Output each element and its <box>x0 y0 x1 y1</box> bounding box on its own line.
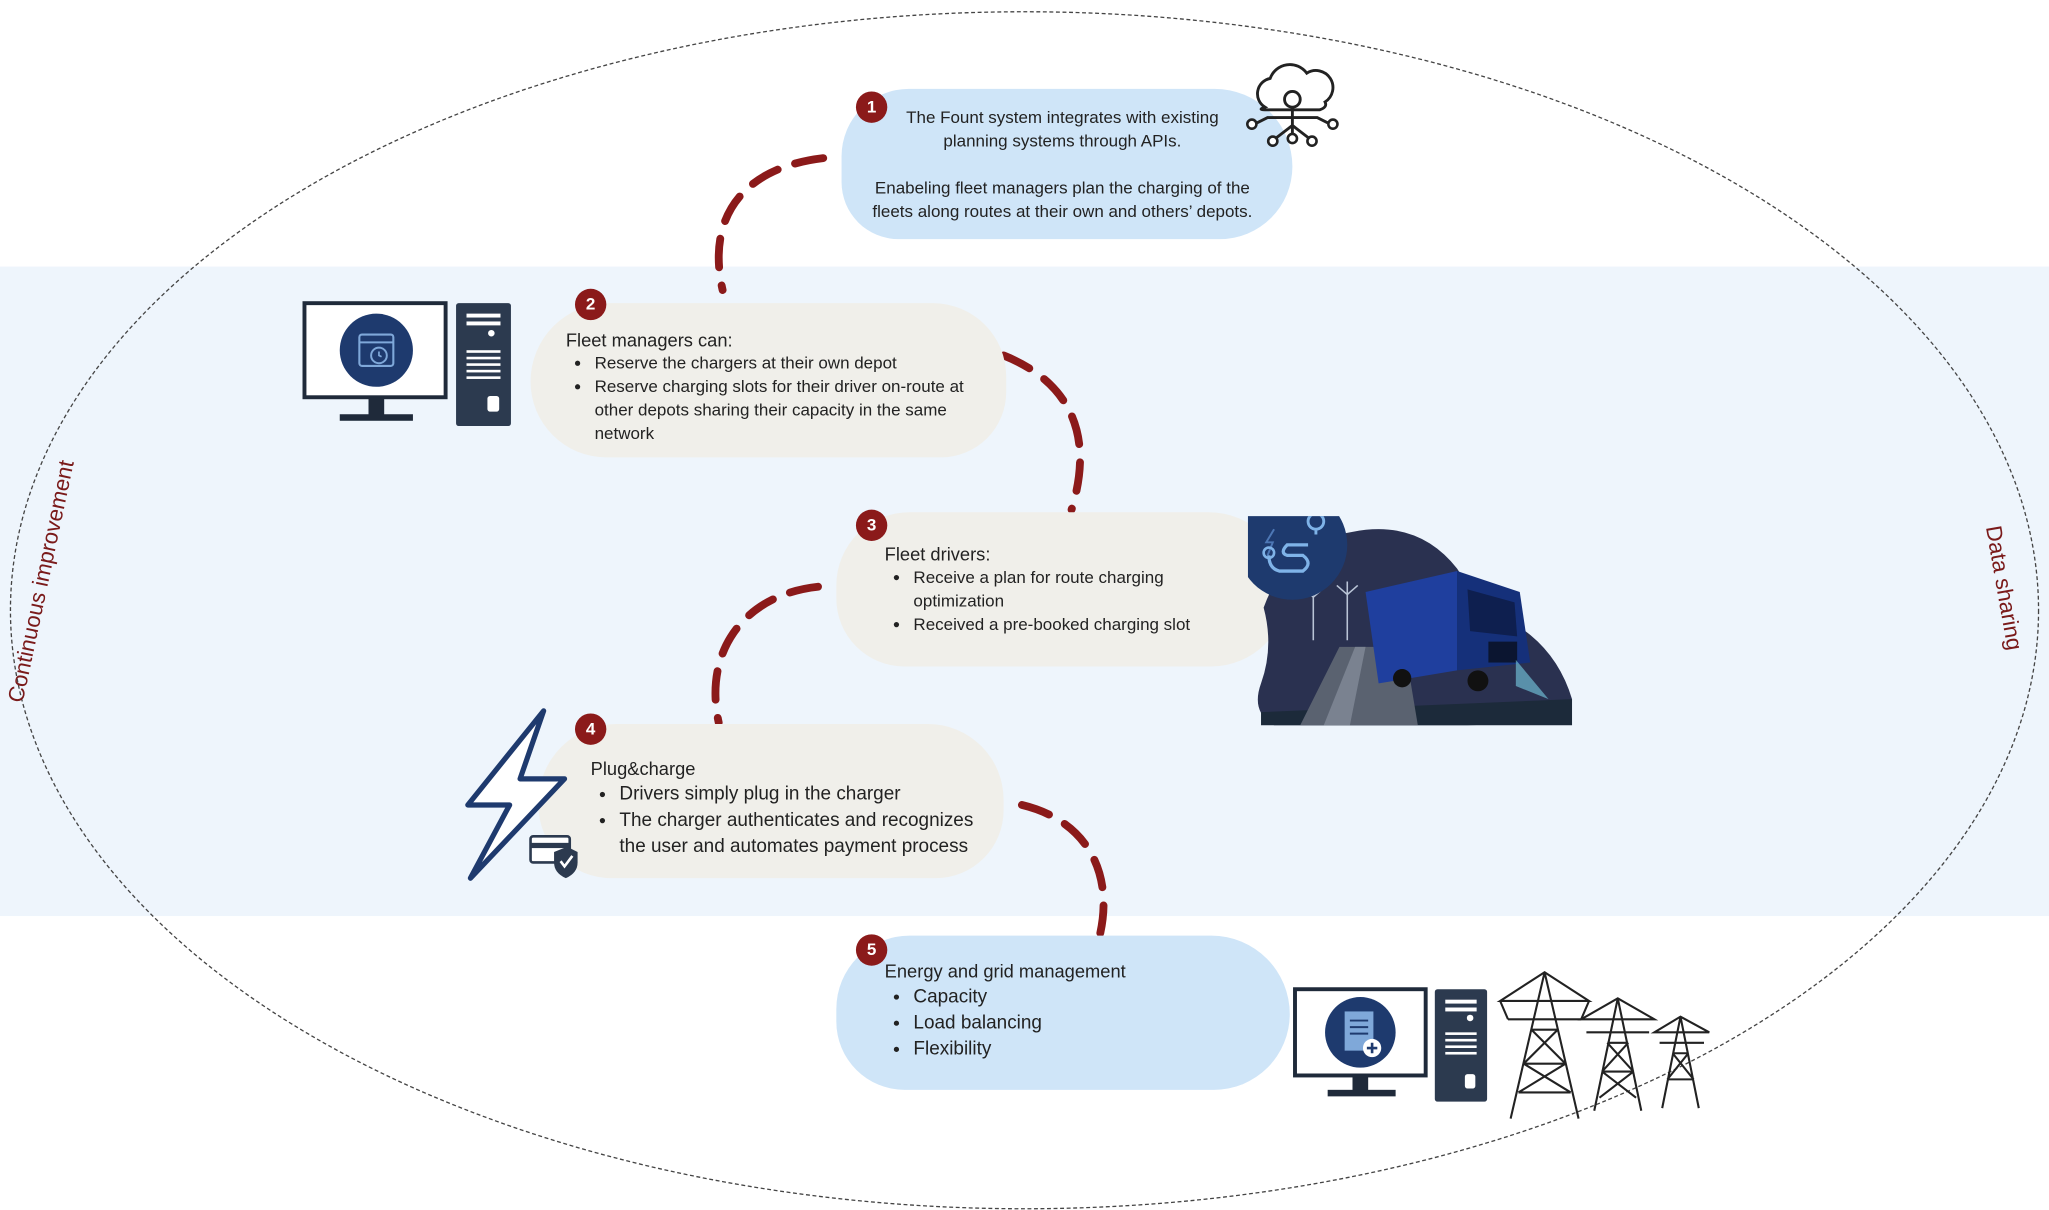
step-4-title: Plug&charge <box>590 757 696 779</box>
step-4-text: Plug&charge Drivers simply plug in the c… <box>591 755 983 860</box>
connector-4-5 <box>1017 801 1108 937</box>
lightning-icon <box>465 708 578 881</box>
step-5-badge: 5 <box>855 934 888 966</box>
computer-document-icon <box>1293 987 1488 1102</box>
connector-2-3 <box>999 351 1084 514</box>
step-2-title: Fleet managers can: <box>565 329 733 351</box>
step-4-item: Drivers simply plug in the charger <box>619 781 982 807</box>
cloud-network-icon <box>1245 63 1339 148</box>
step-3-badge: 3 <box>855 509 888 541</box>
step-5-bubble <box>836 935 1290 1090</box>
power-pylons-icon <box>1496 970 1710 1119</box>
step-1-text: The Fount system integrates with existin… <box>856 106 1269 224</box>
step-3-text: Fleet drivers: Receive a plan for route … <box>885 542 1225 636</box>
step-1-line-4: fleets along routes at their own and oth… <box>872 201 1253 221</box>
step-5-title: Energy and grid management <box>884 960 1126 982</box>
step-3-title: Fleet drivers: <box>884 543 991 565</box>
step-2-badge: 2 <box>574 288 607 321</box>
connector-3-4 <box>711 582 822 727</box>
step-5-item: Load balancing <box>913 1010 1224 1036</box>
step-2-text: Fleet managers can: Reserve the chargers… <box>566 328 984 446</box>
step-4-badge: 4 <box>574 713 607 745</box>
step-2-list: Reserve the chargers at their own depot … <box>566 352 984 446</box>
step-4-item: The charger authenticates and recognizes… <box>619 808 982 860</box>
step-3-item: Received a pre-booked charging slot <box>913 613 1224 637</box>
step-5-text: Energy and grid management Capacity Load… <box>885 958 1225 1063</box>
step-1-badge: 1 <box>855 91 888 123</box>
step-1-line-3: Enabeling fleet managers plan the chargi… <box>874 177 1250 198</box>
step-3-list: Receive a plan for route charging optimi… <box>885 566 1225 637</box>
truck-illustration <box>1247 516 1573 726</box>
step-1-bubble <box>841 88 1293 240</box>
step-4-list: Drivers simply plug in the charger The c… <box>591 781 983 859</box>
step-5-list: Capacity Load balancing Flexibility <box>885 984 1225 1062</box>
connector-1-2 <box>714 154 828 295</box>
step-1-line-1: The Fount system integrates with existin… <box>906 107 1219 127</box>
step-3-item: Receive a plan for route charging optimi… <box>913 566 1224 613</box>
step-5-item: Capacity <box>913 984 1224 1010</box>
step-2-item: Reserve the chargers at their own depot <box>595 352 984 376</box>
step-2-item: Reserve charging slots for their driver … <box>595 375 984 446</box>
payment-card-icon <box>529 835 578 879</box>
step-4-bubble <box>538 723 1004 879</box>
step-2-bubble <box>530 303 1007 458</box>
computer-calendar-icon <box>302 301 511 427</box>
step-3-bubble <box>836 512 1288 667</box>
cycle-ellipse <box>9 11 2040 1210</box>
step-1-line-2: planning systems through APIs. <box>943 130 1182 151</box>
step-5-item: Flexibility <box>913 1036 1224 1062</box>
